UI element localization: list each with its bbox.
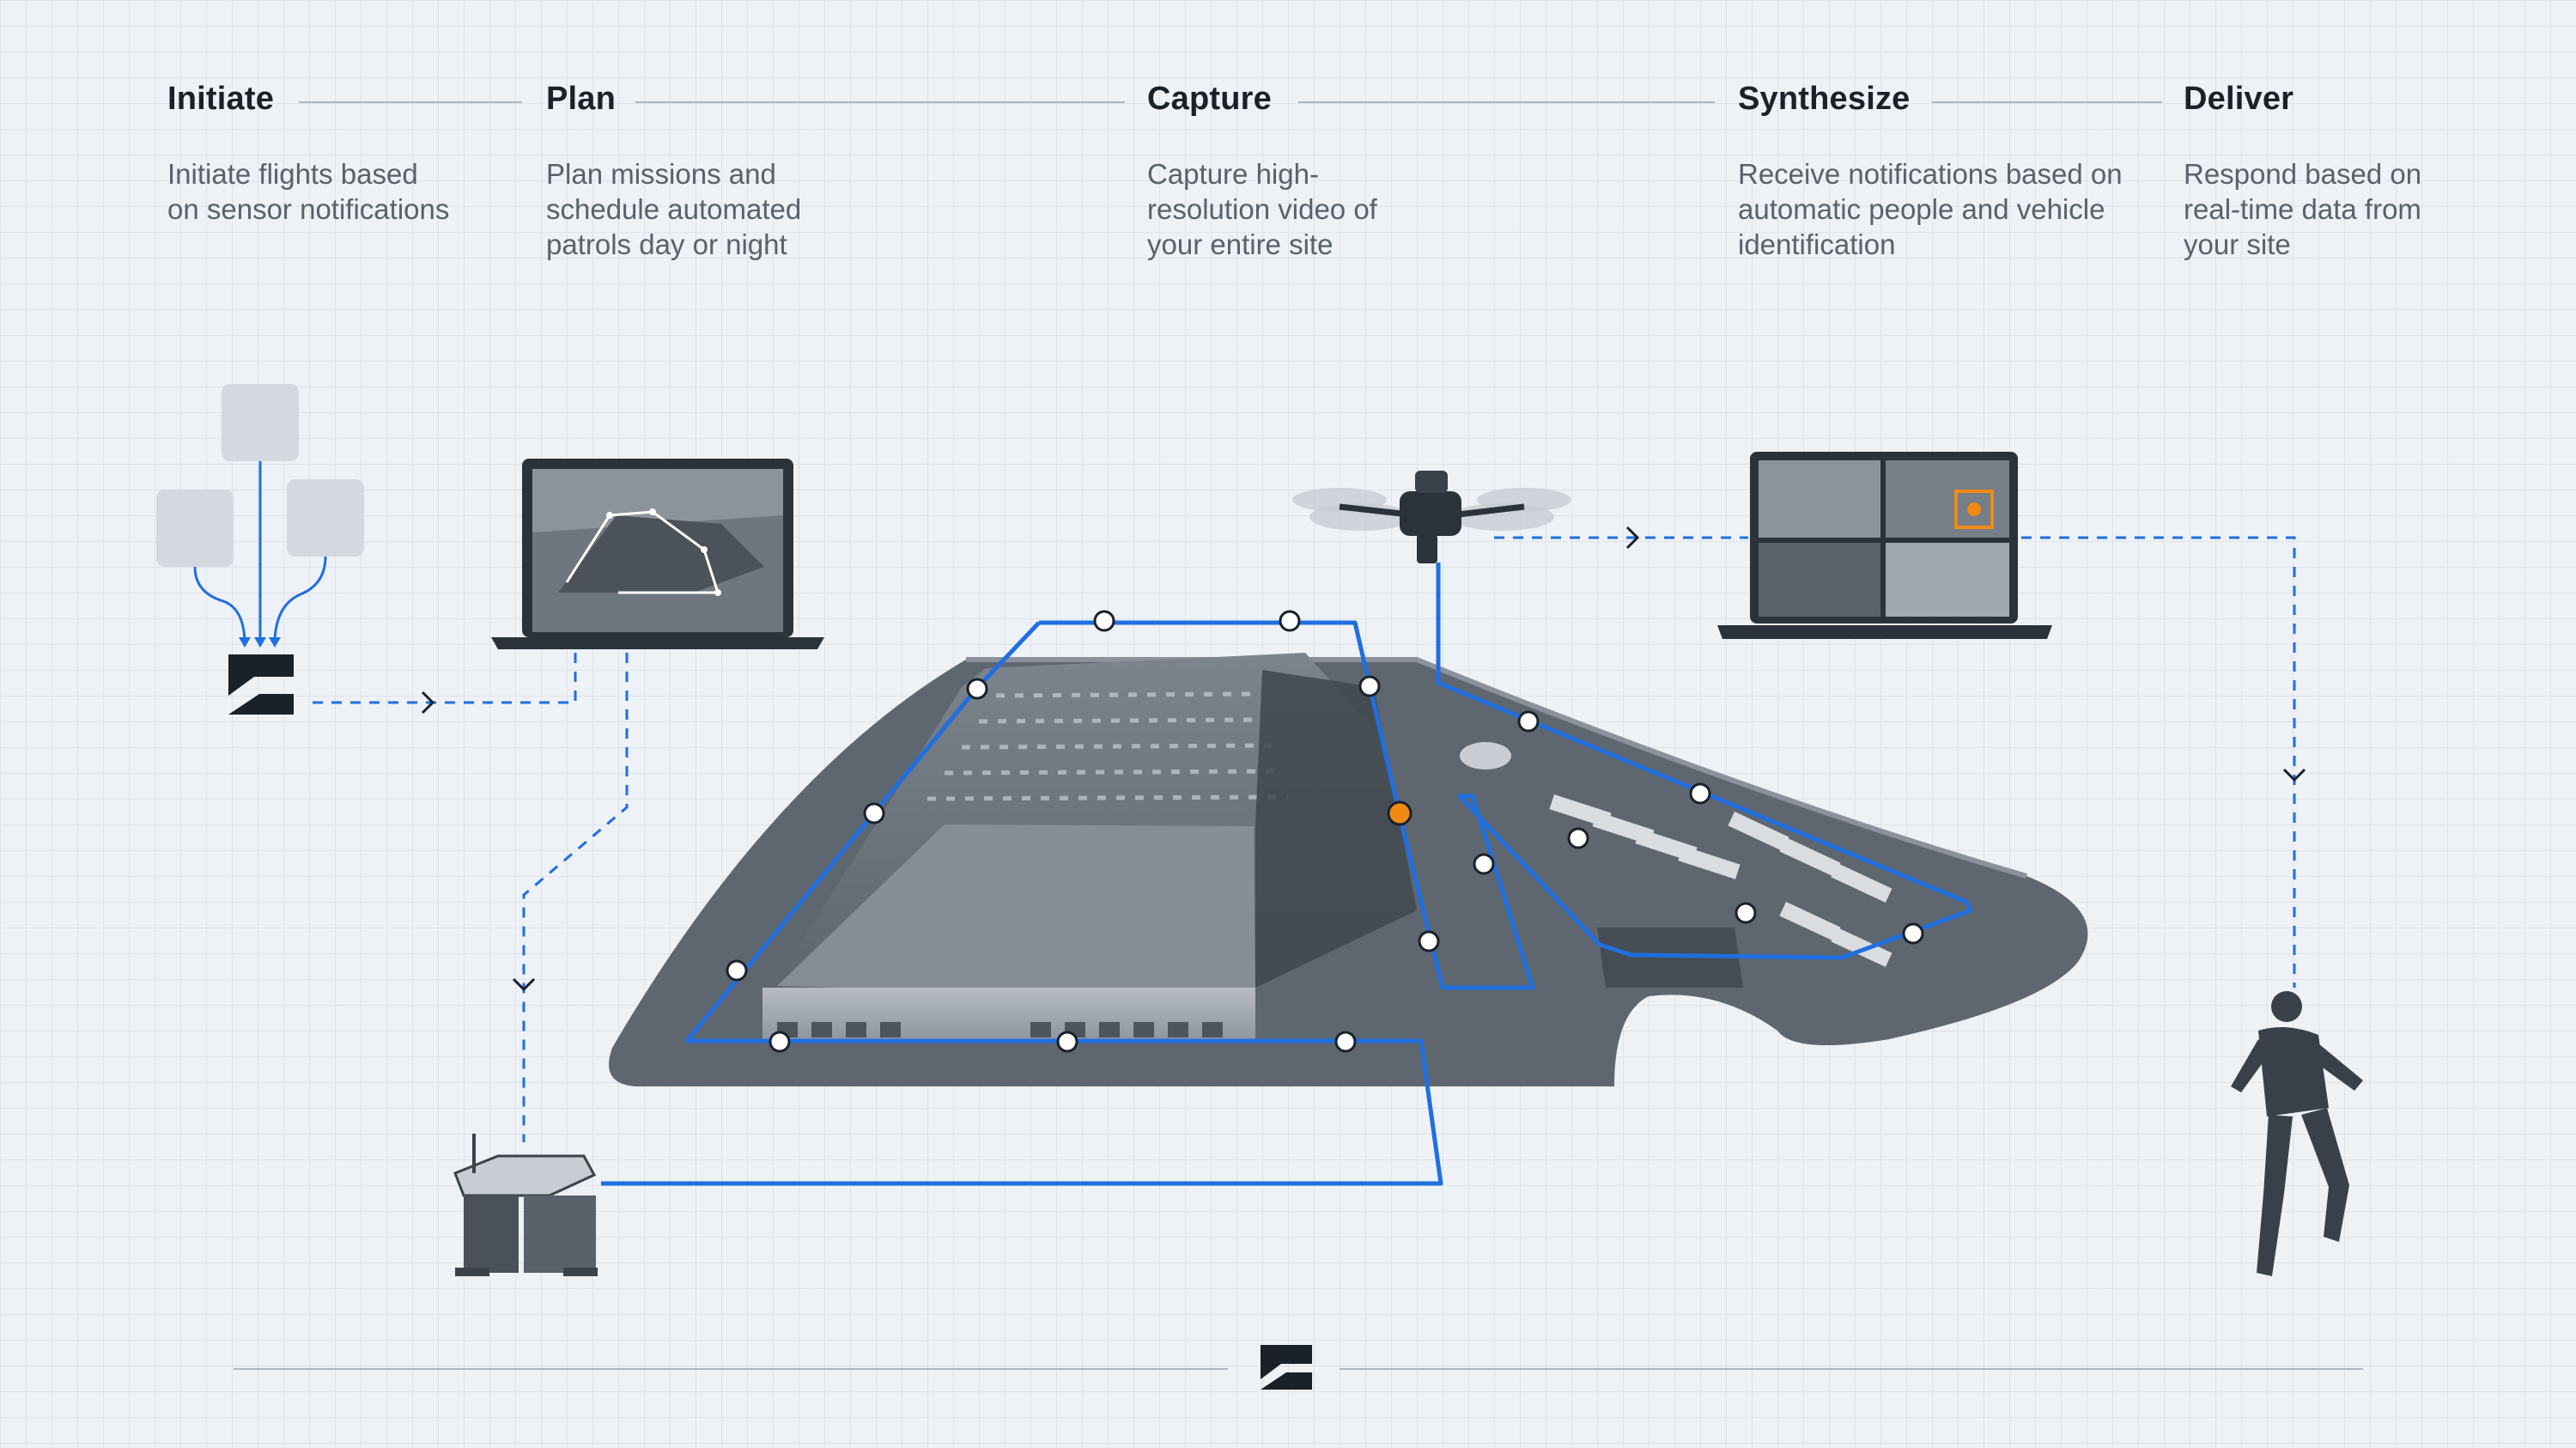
header-rule — [1932, 101, 2162, 103]
storage-tank — [1460, 742, 1511, 770]
arrow-icon — [421, 526, 2306, 992]
data-connectors — [313, 536, 2296, 1142]
alert-waypoint — [1387, 800, 1413, 826]
header-rule — [635, 101, 1125, 103]
warehouse-skylights — [927, 691, 1289, 801]
stage-title-synthesize: Synthesize — [1738, 81, 1911, 117]
stage-desc-plan: Plan missions and schedule automated pat… — [546, 158, 802, 260]
stage-title-initiate: Initiate — [167, 81, 275, 117]
stage-desc-deliver: Respond based on real-time data from you… — [2184, 158, 2422, 260]
route-waypoints — [726, 610, 1924, 1053]
monitor-icon — [1717, 452, 2052, 639]
dock-station-icon — [453, 1134, 598, 1276]
drone-icon — [1292, 471, 1571, 563]
sensor-links — [193, 461, 327, 641]
sensor-icon — [156, 384, 364, 567]
stage-title-plan: Plan — [546, 81, 617, 117]
stage-title-capture: Capture — [1147, 81, 1272, 117]
laptop-icon — [491, 459, 824, 649]
patrol-route — [601, 563, 1973, 1186]
header-rule — [299, 101, 522, 103]
header-rule — [1298, 101, 1715, 103]
loading-docks — [777, 1022, 1223, 1037]
stage-title-deliver: Deliver — [2184, 81, 2294, 117]
footer-logo-icon — [1261, 1345, 1312, 1390]
site-road-edge — [966, 657, 2027, 879]
parked-trailers — [1549, 794, 1893, 967]
stage-desc-synthesize: Receive notifications based on automatic… — [1738, 158, 2123, 260]
sensor-arrowheads — [239, 637, 281, 648]
brand-logo-icon — [228, 654, 294, 715]
site-aerial-image — [609, 653, 2088, 1086]
stage-desc-initiate: Initiate flights based on sensor notific… — [167, 158, 450, 225]
stage-desc-capture: Capture high-resolution video of your en… — [1147, 158, 1377, 260]
responder-icon — [2231, 991, 2363, 1276]
